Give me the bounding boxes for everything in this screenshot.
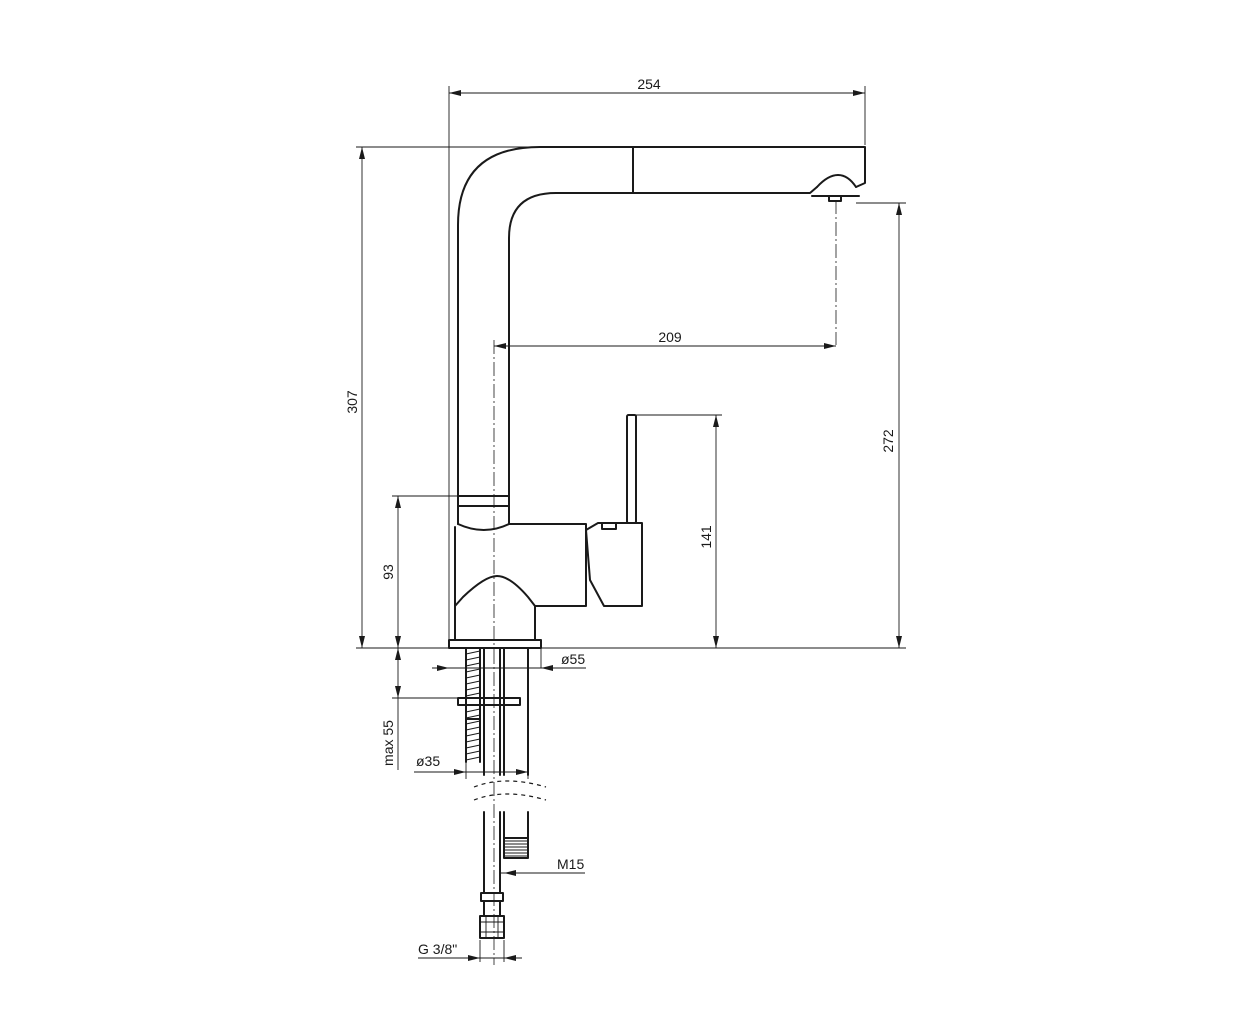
centerlines [493,200,837,965]
dim-overall-width: 254 [637,76,661,92]
dim-body-height: 93 [380,564,396,580]
faucet-body [448,146,866,649]
mounting-assembly [457,647,547,939]
dim-lever-height: 141 [698,525,714,549]
dim-base-diameter: ø55 [561,651,585,667]
dimension-lines [359,90,902,961]
extension-lines [356,86,906,962]
dim-spout-reach: 209 [658,329,682,345]
dim-spout-clearance: 272 [880,429,896,453]
dim-hose-thread: M15 [557,856,584,872]
dim-overall-height: 307 [344,390,360,414]
dim-connector-thread: G 3/8" [418,941,457,957]
dim-hole-diameter: ø35 [416,753,440,769]
dimension-labels: 254 307 209 272 141 93 ø55 max 55 ø35 M1… [344,76,896,957]
dim-max-thickness: max 55 [380,720,396,766]
